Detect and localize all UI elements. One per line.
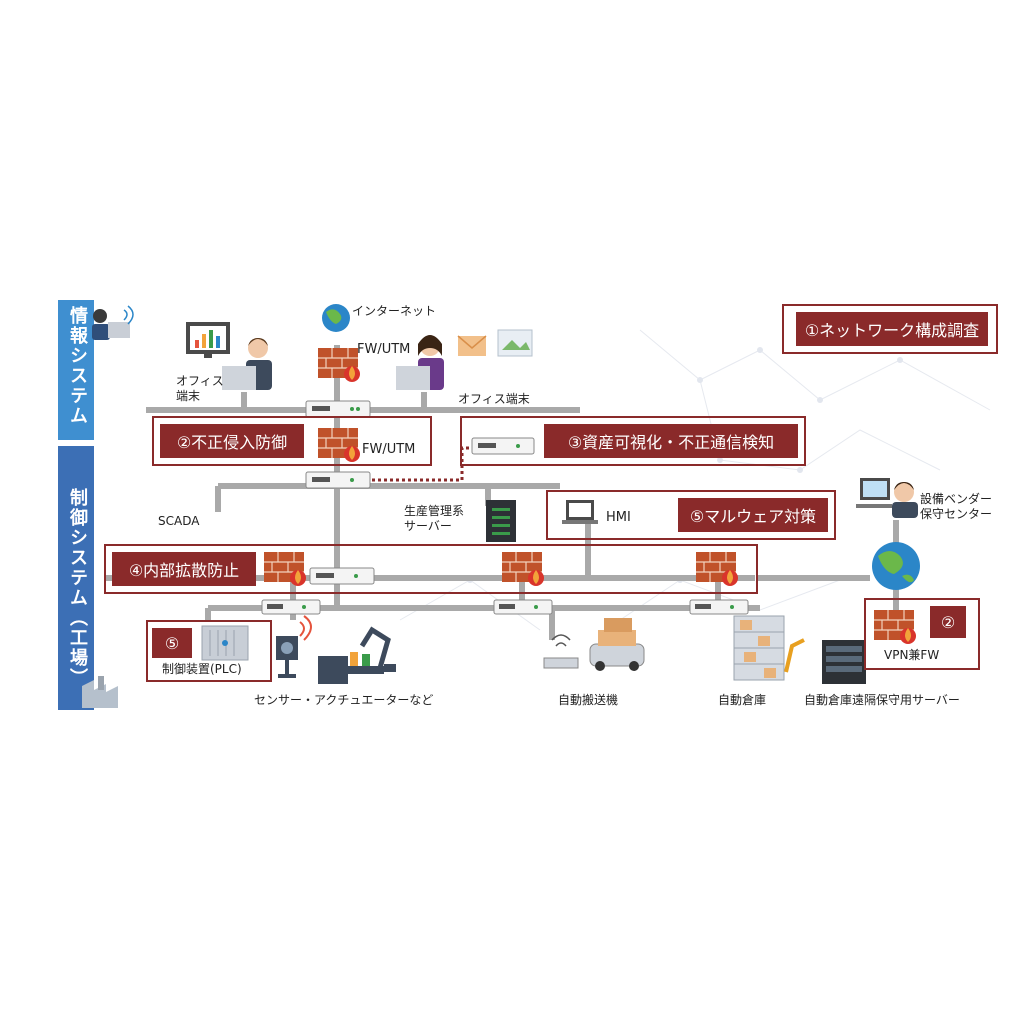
callout-vpn-intrusion: ②	[930, 606, 966, 638]
agv-icon	[543, 618, 645, 671]
office-terminal-left-label: オフィス 端末	[176, 374, 224, 403]
actuator-robot-icon	[318, 626, 396, 684]
control-system-label: 制御システム（工場）	[67, 488, 88, 688]
remote-user-icon	[92, 305, 134, 340]
info-system-bar	[58, 300, 94, 440]
callout-vpn-frame	[864, 598, 980, 670]
vendor-globe-icon	[872, 542, 920, 590]
callout-intrusion-prevention-frame	[152, 416, 432, 466]
info-system-label: 情報システム	[67, 306, 88, 426]
office-worker-left-icon	[222, 338, 272, 390]
callout-lateral-movement-frame	[104, 544, 758, 594]
callout-plc-frame	[146, 620, 272, 682]
plc-device-icon	[201, 625, 249, 661]
auto-warehouse-label: 自動倉庫	[718, 693, 767, 707]
remote-server-icon	[822, 640, 866, 684]
scada-label: SCADA	[158, 514, 200, 528]
auto-warehouse-icon	[733, 615, 805, 681]
callout-plc-malware: ⑤	[152, 628, 192, 658]
callout-lateral-movement-prevention: ④内部拡散防止	[112, 552, 256, 586]
fw-utm-mid-label: FW/UTM	[362, 442, 416, 457]
vpn-fw-label: VPN兼FW	[884, 648, 940, 662]
office-worker-right-icon	[396, 335, 444, 390]
remote-server-label: 自動倉庫遠隔保守用サーバー	[804, 693, 960, 707]
office-monitor-icon	[186, 322, 230, 358]
callout-network-survey: ①ネットワーク構成調査	[796, 312, 988, 346]
image-icon	[497, 329, 533, 357]
vendor-center-label: 設備ベンダー 保守センター	[920, 492, 993, 521]
callout-intrusion-prevention: ②不正侵入防御	[160, 424, 304, 458]
production-server-label: 生産管理系 サーバー	[404, 504, 465, 533]
callout-network-survey-frame	[782, 304, 998, 354]
internet-label: インターネット	[352, 304, 437, 318]
office-terminal-right-label: オフィス端末	[458, 392, 530, 406]
callout-malware-countermeasure: ⑤マルウェア対策	[678, 498, 828, 532]
callout-asset-visibility-frame	[460, 416, 806, 466]
callout-malware-hmi-frame	[546, 490, 836, 540]
vendor-operator-icon	[856, 478, 918, 518]
hmi-label: HMI	[606, 510, 631, 525]
agv-label: 自動搬送機	[558, 693, 619, 707]
control-system-bar	[58, 446, 94, 710]
mail-icon	[457, 335, 487, 356]
fw-utm-top-label: FW/UTM	[357, 342, 411, 357]
factory-icon	[82, 676, 118, 708]
sensors-label: センサー・アクチュエーターなど	[254, 693, 434, 707]
internet-globe-icon	[322, 304, 350, 332]
plc-label: 制御装置(PLC)	[162, 662, 242, 676]
callout-asset-visibility: ③資産可視化・不正通信検知	[544, 424, 798, 458]
sensor-icon	[276, 615, 312, 678]
hmi-laptop-icon	[562, 500, 598, 524]
production-server-icon	[486, 500, 516, 542]
